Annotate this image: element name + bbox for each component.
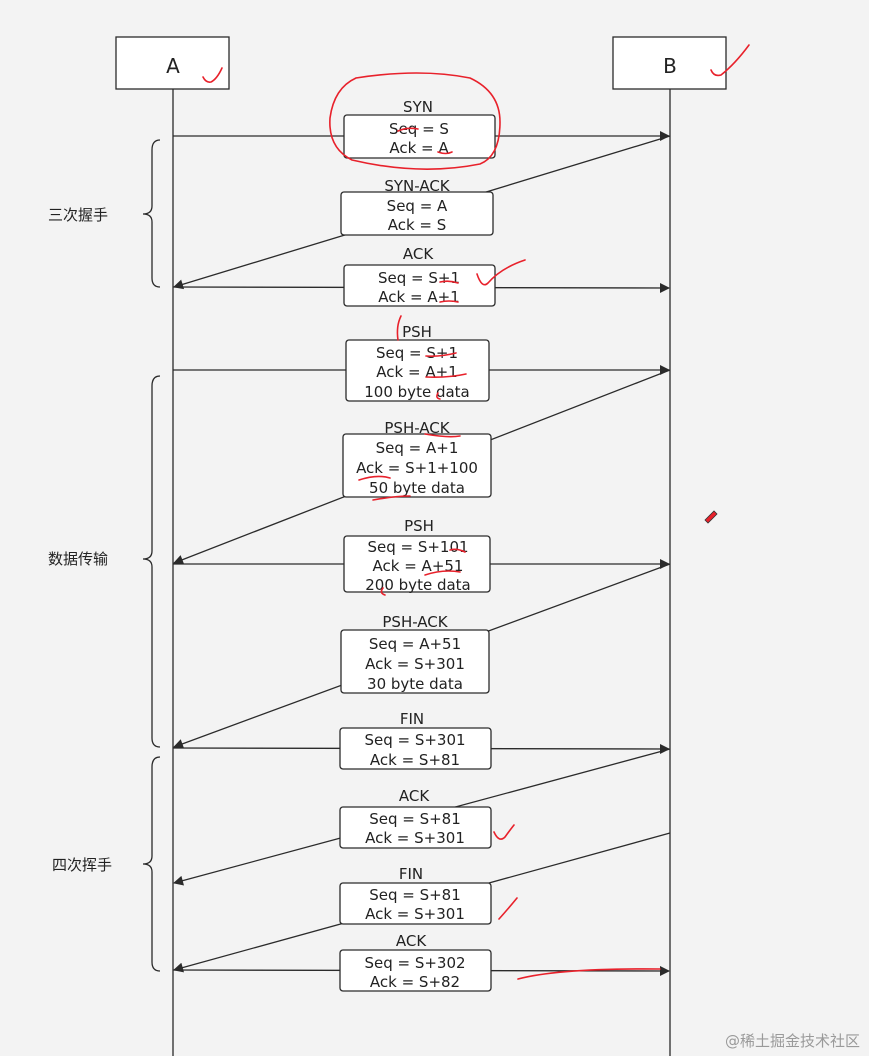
checkmark-icon: [493, 824, 515, 840]
message-seq: Seq = S+81: [369, 810, 461, 828]
message-syn-ack: SYN-ACK Seq = A Ack = S: [340, 177, 494, 236]
watermark: @稀土掘金技术社区: [725, 1032, 860, 1050]
checkmark-icon: [476, 259, 526, 286]
underline-mark: [439, 300, 459, 303]
message-box: [343, 114, 496, 159]
underline-mark: [397, 127, 419, 132]
message-ack: Ack = S+301: [365, 905, 465, 923]
message-title: FIN: [400, 710, 424, 728]
phase-label-teardown: 四次挥手: [52, 856, 112, 874]
message-seq: Seq = S+101: [367, 538, 468, 556]
message-ack: Ack = S: [388, 216, 447, 234]
underline-mark: [424, 570, 461, 576]
message-title: PSH-ACK: [382, 613, 448, 631]
message-title: PSH: [402, 323, 432, 341]
participant-b-box: [612, 36, 727, 90]
message-ack: Ack = A+51: [373, 557, 464, 575]
message-seq: Seq = S+302: [364, 954, 465, 972]
message-seq: Seq = S+1: [376, 344, 458, 362]
tick-mark: [436, 392, 441, 400]
message-ack: Ack = A+1: [376, 363, 457, 381]
participant-a-box: [115, 36, 230, 90]
message-title: ACK: [399, 787, 430, 805]
underline-mark: [437, 151, 453, 155]
underline-mark: [517, 968, 661, 980]
message-box: [339, 882, 492, 925]
underline-mark: [372, 495, 411, 501]
checkmark-icon: [710, 44, 750, 77]
message-title: FIN: [399, 865, 423, 883]
message-box: [339, 806, 492, 849]
message-title: PSH: [404, 517, 434, 535]
message-title: SYN-ACK: [384, 177, 450, 195]
message-psh-1: PSH Seq = S+1 Ack = A+1 100 byte data: [345, 323, 490, 402]
participant-b-label: B: [663, 54, 677, 78]
message-box: [345, 339, 490, 402]
message-ack: Ack = S+81: [370, 751, 460, 769]
message-payload: 200 byte data: [365, 576, 470, 594]
message-seq: Seq = A+1: [376, 439, 459, 457]
underline-mark: [424, 433, 461, 438]
message-title: SYN: [403, 98, 433, 116]
underline-mark: [449, 548, 466, 553]
message-seq: Seq = S+301: [364, 731, 465, 749]
message-ack: Ack = S+1+100: [356, 459, 478, 477]
message-fin-2: FIN Seq = S+81 Ack = S+301: [339, 865, 492, 925]
message-payload: 50 byte data: [369, 479, 465, 497]
checkmark-icon: [202, 67, 223, 83]
phase-brace-data-transfer: [142, 375, 161, 748]
checkmark-icon: [498, 897, 518, 920]
message-ack: ACK Seq = S+1 Ack = A+1: [343, 245, 496, 307]
message-ack: Ack = A+1: [378, 288, 459, 306]
pen-cursor-icon: [704, 510, 718, 524]
phase-label-data-transfer: 数据传输: [48, 550, 108, 568]
message-psh-2: PSH Seq = S+101 Ack = A+51 200 byte data: [343, 517, 491, 594]
message-seq: Seq = S: [389, 120, 449, 138]
message-psh-ack-2: PSH-ACK Seq = A+51 Ack = S+301 30 byte d…: [340, 613, 490, 694]
message-box: [339, 727, 492, 770]
message-syn: SYN Seq = S Ack = A: [343, 98, 496, 159]
underline-mark: [439, 280, 459, 284]
message-box: [342, 433, 492, 498]
message-seq: Seq = S+81: [369, 886, 461, 904]
circle-annotation: [329, 72, 501, 170]
message-ack: Ack = A: [389, 139, 449, 157]
message-fin-1: FIN Seq = S+301 Ack = S+81: [339, 710, 492, 770]
underline-mark: [425, 352, 457, 357]
message-box: [343, 264, 496, 307]
underline-mark: [358, 475, 391, 481]
red-pen-annotations: [202, 44, 750, 980]
message-seq: Seq = S+1: [378, 269, 460, 287]
message-box: [339, 949, 492, 992]
message-payload: 30 byte data: [367, 675, 463, 693]
participant-a-label: A: [166, 54, 180, 78]
message-ack-3: ACK Seq = S+302 Ack = S+82: [339, 932, 492, 992]
message-ack: Ack = S+301: [365, 655, 465, 673]
message-box: [340, 191, 494, 236]
phase-brace-handshake: [142, 139, 161, 288]
message-ack: Ack = S+301: [365, 829, 465, 847]
phase-brace-teardown: [142, 756, 161, 972]
message-ack-2: ACK Seq = S+81 Ack = S+301: [339, 787, 492, 849]
tick-mark: [380, 587, 386, 596]
message-psh-ack-1: PSH-ACK Seq = A+1 Ack = S+1+100 50 byte …: [342, 419, 492, 498]
message-seq: Seq = A+51: [369, 635, 461, 653]
tick-mark: [396, 315, 402, 341]
message-title: ACK: [403, 245, 434, 263]
message-ack: Ack = S+82: [370, 973, 460, 991]
message-title: PSH-ACK: [384, 419, 450, 437]
message-seq: Seq = A: [387, 197, 448, 215]
phase-label-handshake: 三次握手: [48, 206, 108, 224]
message-box: [340, 629, 490, 694]
message-payload: 100 byte data: [364, 383, 469, 401]
underline-mark: [425, 373, 467, 378]
message-title: ACK: [396, 932, 427, 950]
